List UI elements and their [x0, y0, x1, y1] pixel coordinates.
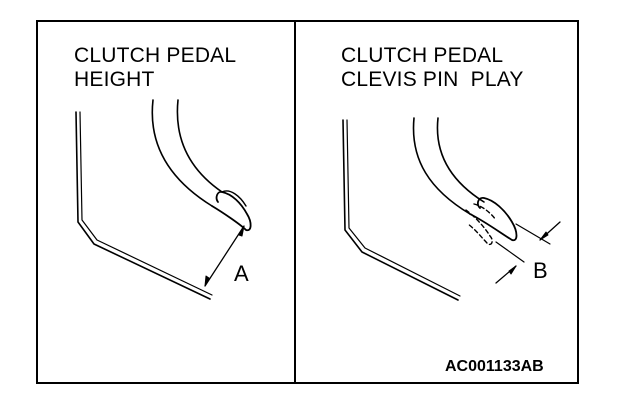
right-panel-title: CLUTCH PEDAL CLEVIS PIN PLAY [341, 44, 524, 92]
left-title-line-2: HEIGHT [74, 68, 155, 91]
extension-line-b-1 [515, 223, 551, 245]
pedal-arm-left-outer [151, 99, 213, 207]
right-panel-drawing [342, 117, 561, 301]
floor-board-left-inner [79, 111, 213, 296]
arrowhead-a-top [238, 225, 245, 237]
dimension-line-a [204, 225, 245, 287]
left-panel-drawing [75, 99, 252, 300]
left-title-line-1: CLUTCH PEDAL [74, 44, 237, 67]
callout-b: B [533, 258, 548, 283]
floor-board-right [342, 119, 459, 301]
pedal-pad-right-dashed [465, 209, 493, 246]
arrowhead-a-bottom [204, 275, 210, 287]
left-panel-title: CLUTCH PEDAL HEIGHT [74, 44, 236, 92]
pedal-pad-right [469, 197, 518, 242]
figure-code: AC001133AB [445, 358, 544, 375]
pedal-arm-right-inner [436, 117, 485, 203]
pedal-pad-right-dashed-2 [473, 203, 497, 221]
arrowhead-b-top [539, 231, 549, 241]
floor-board-left [75, 111, 211, 300]
pedal-pad-left [211, 191, 252, 232]
floor-board-right-inner [346, 119, 461, 297]
right-title-line-1: CLUTCH PEDAL [341, 44, 504, 67]
extension-line-b-2 [495, 241, 525, 263]
pedal-arm-left-inner [176, 99, 223, 193]
arrowhead-b-bottom [508, 265, 517, 275]
pedal-arm-right-outer [412, 117, 471, 215]
right-title-line-2: CLEVIS PIN PLAY [341, 68, 524, 91]
outer-frame [36, 20, 579, 384]
pedal-pad-left-face [221, 190, 247, 207]
callout-a: A [234, 261, 249, 286]
